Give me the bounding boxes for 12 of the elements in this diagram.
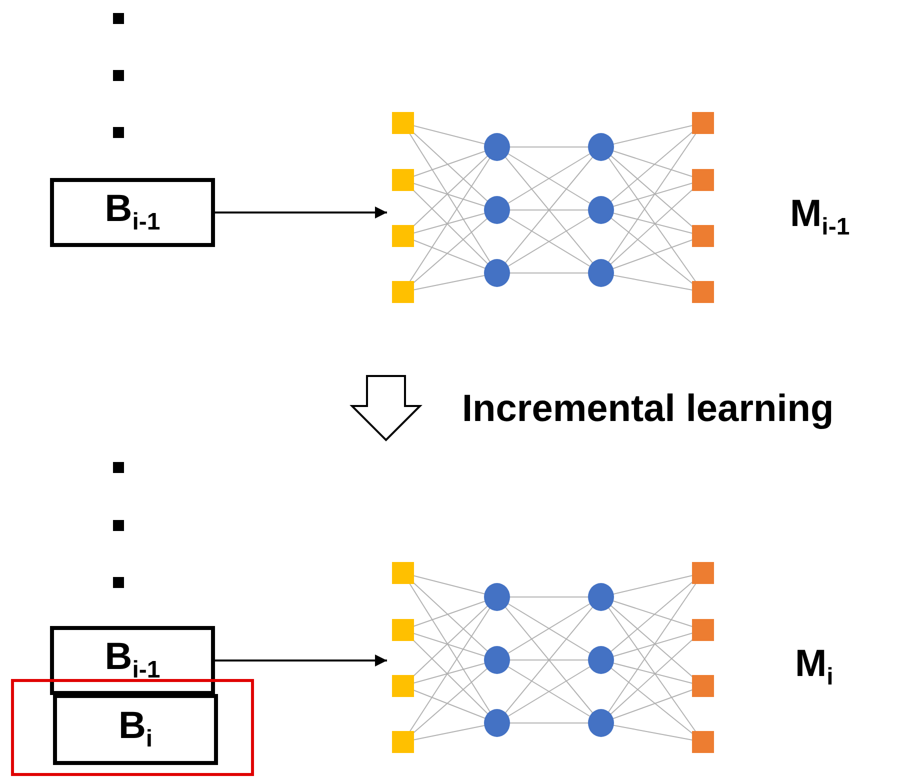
step-caption: Incremental learning (462, 390, 834, 428)
arrow (215, 206, 387, 218)
block-label: B$_{i}$ (118, 707, 153, 752)
block-label: B$_{i-1}$ (104, 638, 160, 683)
highlight-frame (11, 679, 254, 776)
data-block-box (50, 626, 215, 695)
arrow (215, 654, 387, 666)
model-label: M$_{i}$ (795, 645, 834, 690)
block-label: B$_{i-1}$ (104, 190, 160, 235)
data-block-box (50, 178, 215, 247)
data-block-box (53, 694, 218, 765)
model-label: M$_{i-1}$ (790, 195, 850, 240)
